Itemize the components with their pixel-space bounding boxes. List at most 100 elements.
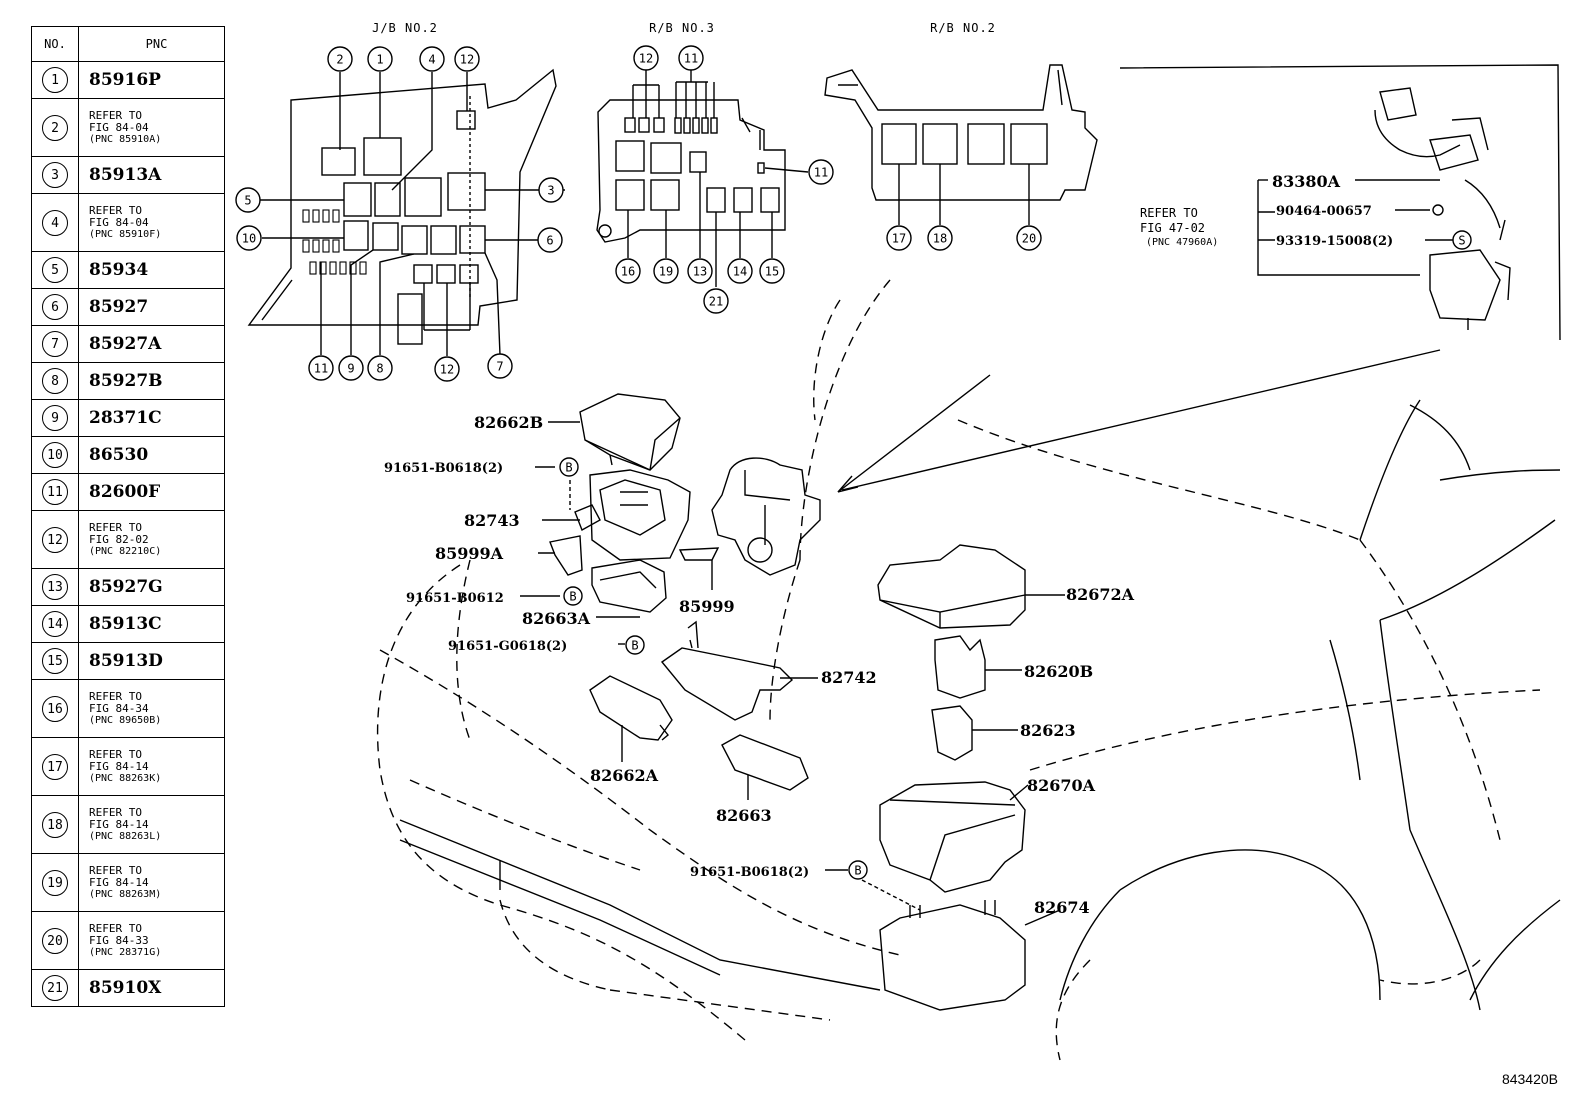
row-reference-line: FIG 84-34 xyxy=(89,701,149,715)
callout-11-circle xyxy=(308,355,334,381)
row-reference-line: (PNC 85910F) xyxy=(89,228,162,240)
callout-11: 11 xyxy=(814,166,828,180)
row-reference-line: FIG 84-33 xyxy=(89,933,149,947)
table-row: 9 28371C xyxy=(31,399,225,437)
callout-13-circle xyxy=(687,258,713,284)
jb2-title: J/B NO.2 xyxy=(372,21,438,35)
row-pnc-cell: 82600F xyxy=(78,473,225,511)
part-label-82670A: 82670A xyxy=(1027,776,1096,795)
part-93319-15008: 93319-15008(2) xyxy=(1276,234,1393,249)
row-reference-line: (PNC 88263K) xyxy=(89,772,162,784)
row-reference-line: REFER TO xyxy=(89,805,142,819)
callout-13: 13 xyxy=(693,265,707,279)
table-row: 21 85910X xyxy=(31,969,225,1007)
callout-11-circle xyxy=(678,45,704,71)
callout-14-circle xyxy=(727,258,753,284)
marker-b: B xyxy=(854,864,861,878)
part-label-82662B: 82662B xyxy=(474,413,543,432)
callout-5: 5 xyxy=(244,194,251,208)
row-number: 17 xyxy=(42,753,68,780)
row-number: 4 xyxy=(42,209,68,236)
callout-18: 18 xyxy=(933,232,947,246)
part-label-91651_b0618_b: 91651-B0618(2) xyxy=(690,865,809,880)
row-number: 9 xyxy=(42,405,68,431)
row-number: 11 xyxy=(42,479,68,505)
marker-b: B xyxy=(631,639,638,653)
callout-1-circle xyxy=(367,46,393,72)
row-pnc: 85913D xyxy=(89,651,163,671)
row-pnc: 82600F xyxy=(89,482,161,502)
callout-17: 17 xyxy=(892,232,906,246)
part-label-82620B: 82620B xyxy=(1024,662,1093,681)
row-number: 5 xyxy=(42,257,68,283)
callout-10: 10 xyxy=(242,232,256,246)
marker-b-circle xyxy=(625,635,645,655)
row-number: 14 xyxy=(42,611,68,637)
row-number: 8 xyxy=(42,368,68,394)
row-pnc-cell: 85916P xyxy=(78,61,225,99)
callout-19: 19 xyxy=(659,265,673,279)
callout-7: 7 xyxy=(496,360,503,374)
callout-7-circle xyxy=(487,353,513,379)
row-reference-line: REFER TO xyxy=(89,747,142,761)
row-number: 19 xyxy=(42,869,68,896)
callout-5-circle xyxy=(235,187,261,213)
row-reference-line: (PNC 88263M) xyxy=(89,888,162,900)
callout-11: 11 xyxy=(314,362,328,376)
row-number: 13 xyxy=(42,574,68,600)
callout-4-circle xyxy=(419,46,445,72)
part-label-82663A: 82663A xyxy=(522,609,591,628)
row-pnc-cell: 28371C xyxy=(78,399,225,437)
refer-block-line: FIG 47-02 xyxy=(1140,221,1205,235)
callout-17-circle xyxy=(886,225,912,251)
car-body-solid xyxy=(399,399,1561,1011)
row-number: 10 xyxy=(42,442,68,468)
row-reference-line: (PNC 88263L) xyxy=(89,830,162,842)
row-reference-line: FIG 84-04 xyxy=(89,120,149,134)
part-label-82623: 82623 xyxy=(1020,721,1076,740)
row-pnc: 85910X xyxy=(89,978,162,998)
callout-12-circle xyxy=(454,46,480,72)
jb2-drawing xyxy=(247,68,565,356)
pnc-table-header: NO. PNC xyxy=(31,26,225,62)
harness-drawing xyxy=(1119,64,1561,341)
refer-block-line: (PNC 47960A) xyxy=(1146,237,1218,248)
callout-14: 14 xyxy=(733,265,747,279)
callout-20-circle xyxy=(1016,225,1042,251)
callout-21: 21 xyxy=(709,295,723,309)
row-pnc: 28371C xyxy=(89,408,162,428)
row-reference-line: REFER TO xyxy=(89,108,142,122)
car-body-outline xyxy=(376,279,1541,1061)
arrow-2 xyxy=(841,349,1441,491)
row-number: 21 xyxy=(42,975,68,1001)
row-number-cell: 20 xyxy=(31,911,79,970)
row-pnc: 85927A xyxy=(89,334,162,354)
part-label-82662A: 82662A xyxy=(590,766,659,785)
callout-11-circle xyxy=(808,159,834,185)
callout-9: 9 xyxy=(347,362,354,376)
row-reference-line: REFER TO xyxy=(89,921,142,935)
part-83380A: 83380A xyxy=(1272,172,1341,191)
callout-16-circle xyxy=(615,258,641,284)
row-pnc-cell: 86530 xyxy=(78,436,225,474)
callout-12-circle xyxy=(633,45,659,71)
table-row: 10 86530 xyxy=(31,436,225,474)
marker-b-circle xyxy=(559,457,579,477)
row-number: 3 xyxy=(42,162,68,188)
marker-b-circle xyxy=(848,860,868,880)
part-label-82674: 82674 xyxy=(1034,898,1090,917)
row-reference-line: FIG 84-14 xyxy=(89,875,149,889)
callout-6-circle xyxy=(537,227,563,253)
